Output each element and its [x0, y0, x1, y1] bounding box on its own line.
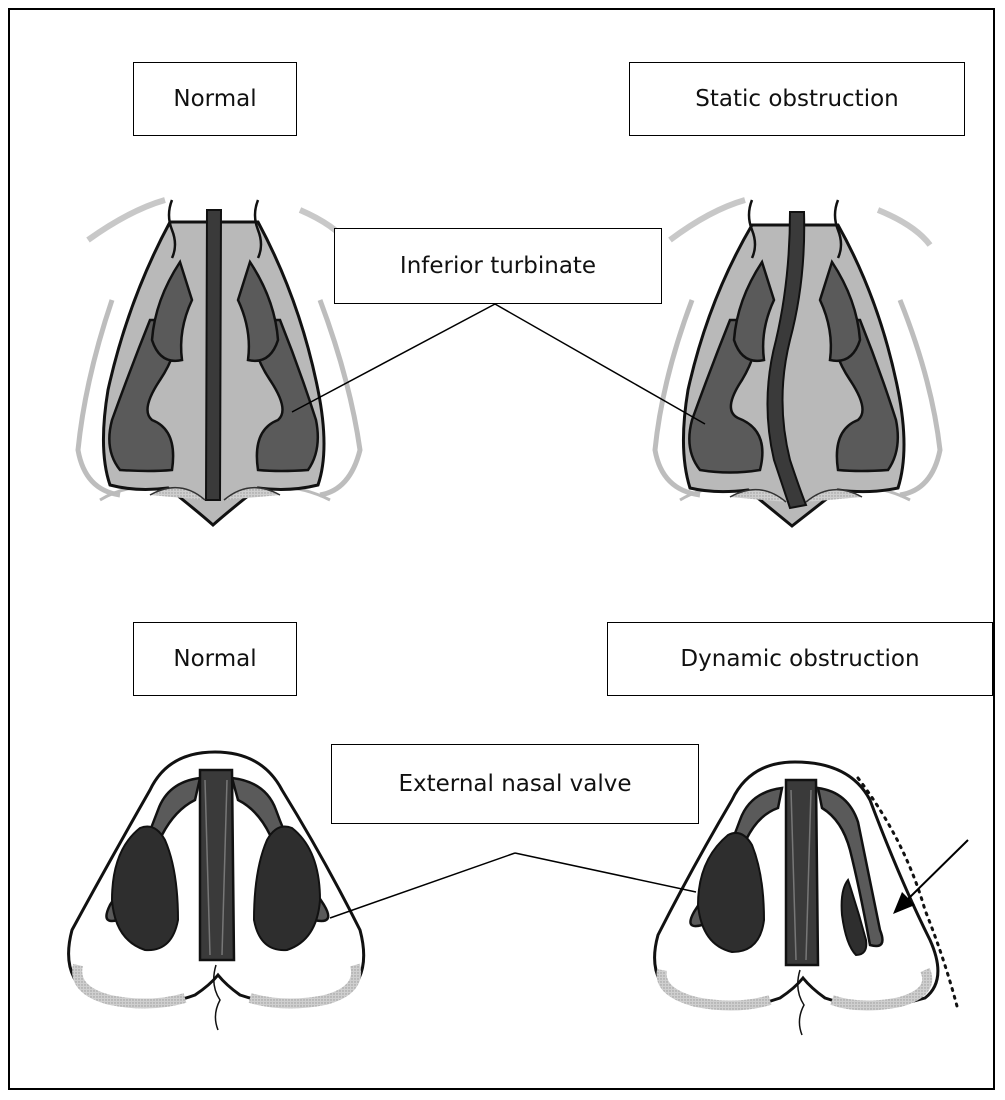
external-nasal-valve-leader-left: [330, 853, 515, 918]
inferior-turbinate-leader-left: [292, 304, 495, 412]
top-right-panel-label: Static obstruction: [629, 62, 965, 136]
external-nasal-valve-callout: External nasal valve: [331, 744, 699, 824]
normal-frontal-nose: [78, 200, 360, 525]
collapse-arrow-shaft: [905, 840, 968, 902]
static-obstruction-frontal-nose: [655, 200, 940, 526]
nasal-septum: [206, 210, 221, 500]
bottom-left-panel-label: Normal: [133, 622, 297, 696]
inferior-turbinate-callout: Inferior turbinate: [334, 228, 662, 304]
external-nasal-valve-leader-right: [515, 853, 696, 892]
normal-basal-nose: [69, 752, 364, 1030]
dynamic-obstruction-basal-nose: [655, 762, 958, 1035]
top-left-panel-label: Normal: [133, 62, 297, 136]
bottom-right-panel-label: Dynamic obstruction: [607, 622, 993, 696]
